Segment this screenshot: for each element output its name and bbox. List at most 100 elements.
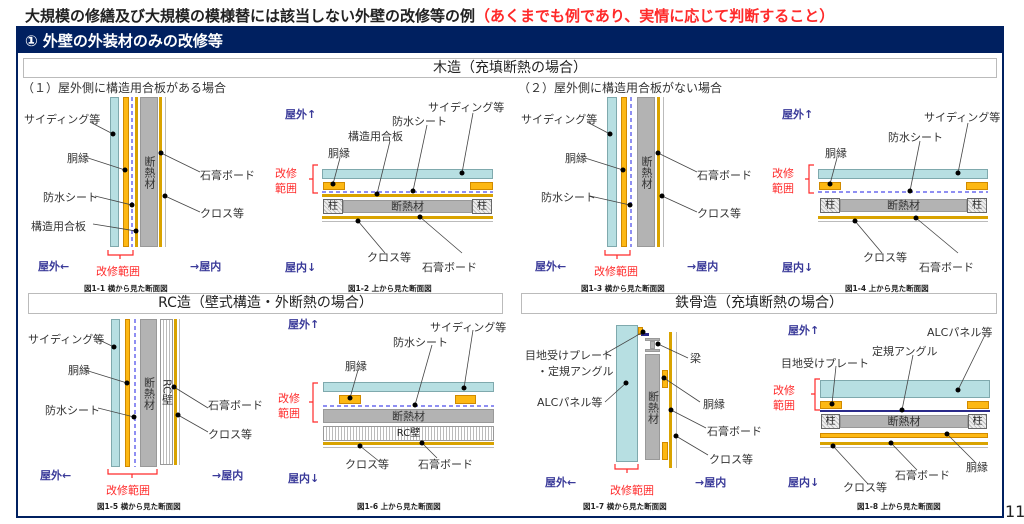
label-outside: 屋外↑	[788, 324, 820, 337]
label-range-1: 改修	[275, 167, 297, 180]
insulation: 断熱材	[645, 354, 660, 460]
label-outside: 屋外←	[40, 469, 72, 482]
column: 柱	[323, 199, 343, 214]
label-gypsum: 石膏ボード	[895, 469, 950, 482]
caption-1-2: 図1-2 上から見た断面図	[348, 284, 432, 293]
case2-heading: （２）屋外側に構造用合板がない場合	[518, 81, 723, 95]
label-inside: →屋内	[190, 260, 222, 273]
label-furring: 胴縁	[825, 147, 847, 160]
gypsum-board	[818, 216, 988, 219]
label-plywood: 構造用合板	[31, 220, 86, 233]
label-outside: 屋外↑	[288, 318, 320, 331]
label-inside: 屋内↓	[788, 476, 820, 489]
caption-1-1: 図1-1 横から見た断面図	[84, 284, 168, 293]
insulation: 断熱材	[840, 199, 967, 212]
label-outside: 屋外←	[545, 476, 577, 489]
label-siding: サイディング等	[24, 113, 101, 126]
label-waterproof: 防水シート	[888, 131, 943, 144]
siding	[323, 382, 494, 392]
label-waterproof: 防水シート	[45, 404, 100, 417]
siding	[111, 319, 120, 467]
joint-plate	[967, 401, 989, 409]
insulation: 断熱材	[637, 97, 655, 247]
cloth	[818, 221, 988, 222]
label-range-1: 改修	[772, 167, 794, 180]
angle	[641, 333, 649, 336]
column: 柱	[968, 414, 987, 429]
label-furring: 胴縁	[345, 360, 367, 373]
label-inside: 屋内↓	[285, 261, 317, 274]
label-gypsum: 石膏ボード	[697, 169, 752, 182]
label-range: 改修範囲	[594, 265, 638, 278]
label-cloth: クロス等	[697, 207, 741, 220]
label-cloth: クロス等	[367, 251, 411, 264]
caption-1-6: 図1-6 上から見た断面図	[357, 502, 441, 511]
gypsum-board	[159, 97, 162, 247]
beam	[645, 349, 660, 352]
section-rc: RC造（壁式構造・外断熱の場合）	[28, 293, 503, 314]
plywood	[135, 97, 138, 247]
label-furring: 胴縁	[67, 152, 89, 165]
insulation: 断熱材	[323, 409, 494, 423]
label-range-2: 範囲	[773, 399, 795, 412]
gypsum-board	[174, 319, 177, 465]
label-cloth: クロス等	[709, 453, 753, 466]
label-range-2: 範囲	[275, 182, 297, 195]
label-alc: ALCパネル等	[537, 396, 603, 409]
label-gypsum: 石膏ボード	[418, 458, 473, 471]
label-range: 改修範囲	[610, 484, 654, 497]
label-siding: サイディング等	[28, 333, 105, 346]
label-cloth: クロス等	[863, 251, 907, 264]
label-inside: →屋内	[687, 260, 719, 273]
title-note: （あくまでも例であり、実情に応じて判断すること）	[475, 7, 835, 25]
label-furring: 胴縁	[68, 364, 90, 377]
furring	[820, 433, 988, 438]
cloth	[663, 97, 664, 247]
label-furring: 胴縁	[328, 147, 350, 160]
label-waterproof: 防水シート	[392, 115, 447, 128]
section-header: ① 外壁の外装材のみの改修等	[16, 26, 1004, 53]
label-joint-plate: 目地受けプレート	[781, 357, 869, 370]
gypsum-board	[323, 442, 494, 445]
label-siding: サイディング等	[428, 101, 505, 114]
alc-panel	[616, 325, 638, 462]
label-outside: 屋外←	[38, 260, 70, 273]
angle	[820, 410, 990, 412]
furring	[966, 182, 988, 190]
label-inside: →屋内	[212, 469, 244, 482]
label-gypsum: 石膏ボード	[919, 261, 974, 274]
label-angle: ・定規アングル	[537, 365, 614, 378]
beam	[645, 338, 660, 341]
label-range: 改修範囲	[96, 265, 140, 278]
section-wood: 木造（充填断熱の場合）	[23, 58, 997, 78]
section-steel: 鉄骨造（充填断熱の場合）	[521, 293, 997, 314]
caption-1-8: 図1-8 上から見た断面図	[857, 502, 941, 511]
label-waterproof: 防水シート	[393, 336, 448, 349]
label-range-2: 範囲	[278, 407, 300, 420]
page-title: 大規模の修繕及び大規模の模様替には該当しない外壁の改修等の例（あくまでも例であり…	[25, 5, 834, 26]
label-cloth: クロス等	[843, 481, 887, 494]
label-gypsum: 石膏ボード	[707, 425, 762, 438]
label-cloth: クロス等	[345, 458, 389, 471]
column: 柱	[967, 198, 987, 213]
label-range-1: 改修	[278, 392, 300, 405]
plywood	[322, 194, 493, 197]
column: 柱	[820, 198, 840, 213]
furring	[125, 319, 130, 467]
alc-panel	[820, 380, 990, 398]
cloth	[322, 221, 493, 222]
column: 柱	[472, 199, 492, 214]
label-siding: サイディング等	[924, 111, 1001, 124]
label-gypsum: 石膏ボード	[200, 169, 255, 182]
label-cloth: クロス等	[208, 428, 252, 441]
label-range: 改修範囲	[106, 484, 150, 497]
furring	[662, 442, 668, 460]
beam	[650, 341, 655, 349]
siding	[607, 97, 617, 247]
cloth	[179, 319, 180, 465]
case1-heading: （１）屋外側に構造用合板がある場合	[22, 81, 227, 95]
label-furring: 胴縁	[966, 461, 988, 474]
label-inside: →屋内	[695, 476, 727, 489]
insulation: 断熱材	[140, 97, 158, 247]
